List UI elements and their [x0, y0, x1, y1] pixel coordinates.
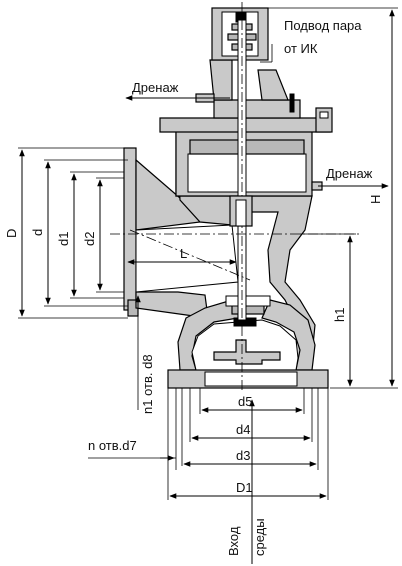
dimension-label-d2: d2 [82, 232, 97, 246]
valve-stem [229, 2, 253, 390]
dimension-label-d3: d3 [236, 448, 250, 463]
dimension-label-L: L [180, 246, 187, 261]
drain-left-label: Дренаж [132, 80, 179, 95]
n-holes-label: n отв.d7 [88, 438, 137, 453]
connection-arrows [125, 44, 389, 189]
piston [189, 139, 305, 155]
valve-body [123, 117, 329, 389]
n1-holes-label: n1 отв. d8 [140, 354, 155, 414]
dimension-label-d4: d4 [236, 422, 250, 437]
actuator [159, 7, 333, 197]
dimension-label-h1: h1 [332, 308, 347, 322]
inlet-label-line1: Вход [226, 526, 241, 556]
dimension-label-d5: d5 [238, 394, 252, 409]
inlet-label-line2: среды [252, 518, 267, 556]
height-dimensions [268, 7, 398, 389]
inlet-dimensions [88, 295, 329, 564]
dimension-label-d1: d1 [56, 232, 71, 246]
steam-supply-label-line1: Подвод пара [284, 18, 362, 33]
dimension-label-D1: D1 [236, 480, 253, 495]
dimension-label-d: d [30, 229, 45, 236]
outlet-dimensions [18, 147, 237, 319]
dimension-label-D: D [4, 229, 19, 238]
steam-supply-label-line2: от ИК [284, 41, 318, 56]
drain-right-label: Дренаж [326, 166, 373, 181]
dimension-label-H: H [368, 195, 383, 204]
outlet-flange [123, 147, 137, 311]
